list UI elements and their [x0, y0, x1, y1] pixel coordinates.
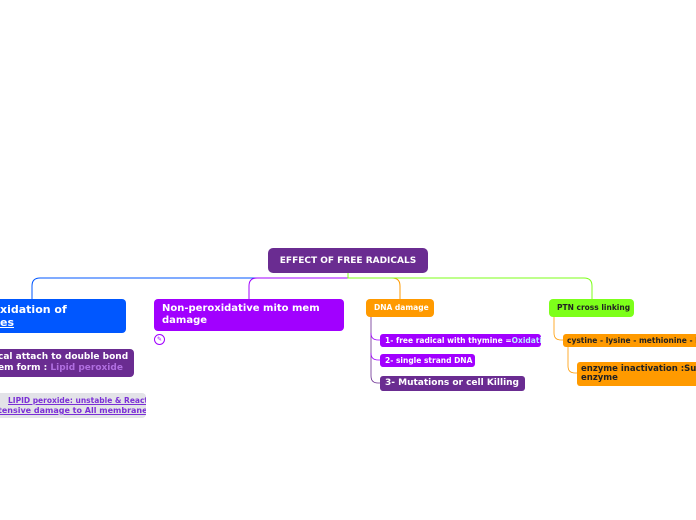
connector-dna-item1: [370, 332, 380, 341]
dna-item-single-strand[interactable]: 2- single strand DNA: [380, 354, 475, 367]
branch-ptn-cross-linking[interactable]: PTN cross linking: [549, 299, 634, 317]
root-node[interactable]: EFFECT OF FREE RADICALS: [268, 248, 428, 273]
ptn-item2-line1: enzyme inactivation :Sulf: [581, 364, 696, 374]
ptn-item-amino-acids[interactable]: cystine - lysine - methionine - his: [563, 334, 696, 347]
branch-mito-title: Non-peroxidative mito mem damage: [162, 303, 320, 326]
ptn-item2-line2: enzyme: [581, 373, 618, 383]
dna-item-mutations[interactable]: 3- Mutations or cell Killing: [380, 376, 525, 391]
dna-item-thymine[interactable]: 1- free radical with thymine =Oxidation: [380, 334, 541, 347]
branch-lipid-title-line1: xidation of: [0, 303, 67, 316]
lipid-subtopic-damage[interactable]: LIPID peroxide: unstable & Reactive= ten…: [0, 393, 146, 418]
branch-ptn-title: PTN cross linking: [557, 303, 631, 312]
dna-oxidation-highlight: Oxidation: [511, 336, 541, 345]
connector-ptn-item1: [553, 317, 563, 341]
root-title: EFFECT OF FREE RADICALS: [279, 255, 417, 266]
dna-item2-text: 2- single strand DNA: [385, 356, 473, 365]
lipid-sub1-line2: em form :: [0, 363, 51, 373]
lipid-sub2-line2: tensive damage to All membranes: [0, 406, 146, 415]
dna-item3-text: 3- Mutations or cell Killing: [385, 378, 519, 388]
connector-root-dna: [347, 273, 401, 299]
branch-lipid-title-line2: es: [0, 316, 15, 329]
branch-lipid-peroxidation[interactable]: xidation of es: [0, 299, 126, 333]
dna-item1-text: 1- free radical with thymine =: [385, 336, 512, 345]
connector-ptn-item2: [567, 347, 577, 374]
ptn-item1-text: cystine - lysine - methionine - his: [567, 336, 696, 345]
branch-dna-title: DNA damage: [374, 303, 429, 312]
lipid-sub1-line1: cal attach to double bond: [0, 352, 129, 362]
connector-root-lipid: [31, 273, 349, 299]
connector-dna-items: [370, 317, 380, 384]
lipid-subtopic-attach[interactable]: cal attach to double bond em form : Lipi…: [0, 349, 134, 377]
branch-dna-damage[interactable]: DNA damage: [366, 299, 434, 317]
lipid-peroxide-highlight: Lipid peroxide: [50, 363, 123, 373]
connector-dna-item2: [370, 352, 380, 361]
connector-root-ptn: [347, 273, 593, 299]
lipid-sub2-line1: LIPID peroxide: unstable & Reactive=: [8, 396, 146, 405]
ptn-item-enzyme-inactivation[interactable]: enzyme inactivation :Sulf enzyme: [577, 362, 696, 386]
note-icon[interactable]: ✎: [154, 334, 165, 345]
connector-root-mito: [248, 273, 349, 299]
branch-mito-damage[interactable]: Non-peroxidative mito mem damage: [154, 299, 344, 331]
